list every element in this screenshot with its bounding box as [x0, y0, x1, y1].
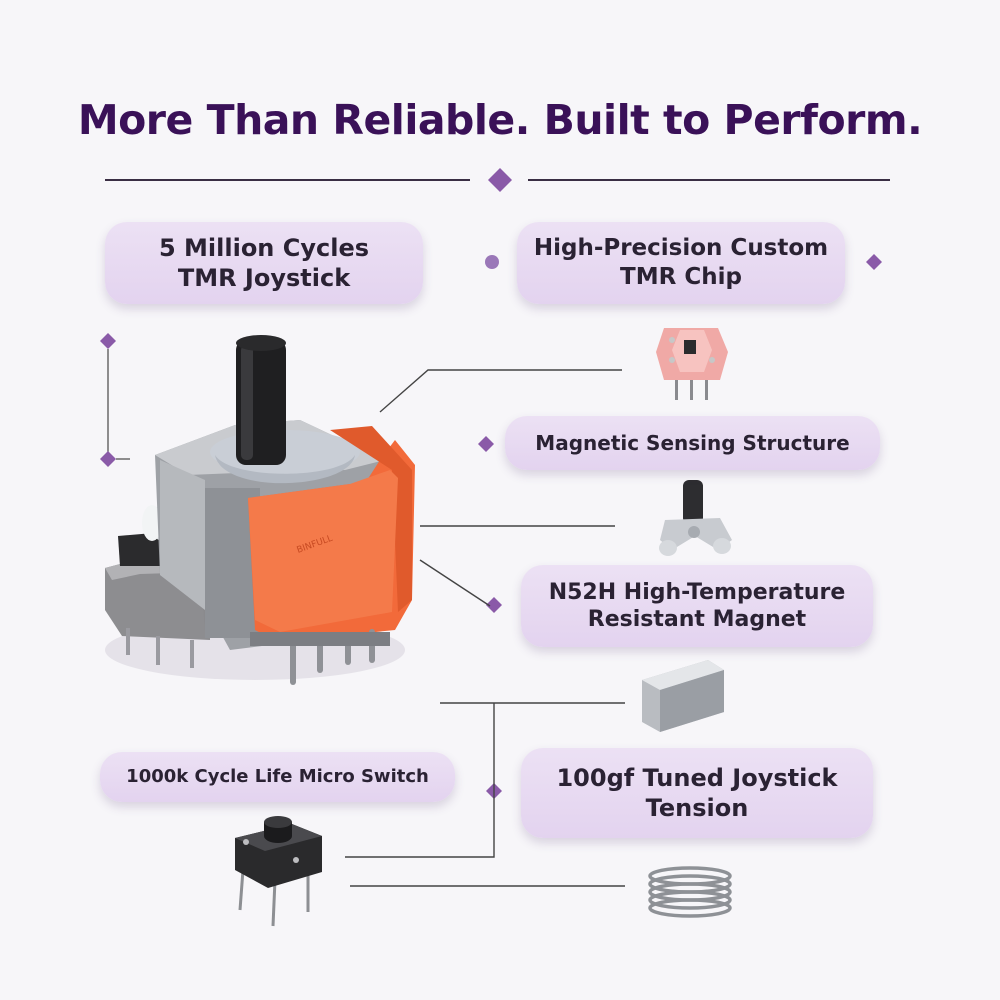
feature-magnet-line1: N52H High-Temperature — [548, 579, 846, 605]
feature-pill-tension: 100gf Tuned Joystick Tension — [521, 748, 873, 838]
magnetic-sensing-structure-image — [659, 480, 732, 556]
feature-tension-line1: 100gf Tuned Joystick — [556, 764, 838, 792]
feature-magnet-line2: Resistant Magnet — [587, 607, 807, 632]
feature-tension-line2: Tension — [645, 794, 749, 822]
feature-sensing-label: Magnetic Sensing Structure — [535, 430, 850, 455]
diamond-icon — [100, 333, 116, 349]
diamond-icon — [100, 451, 116, 467]
feature-pill-sensing: Magnetic Sensing Structure — [505, 416, 880, 470]
divider-diamond-icon — [488, 168, 512, 192]
n52h-magnet-image — [642, 660, 724, 732]
feature-chip-line2: TMR Chip — [620, 264, 742, 290]
tmr-joystick-module-image: BINFULL — [105, 335, 415, 685]
feature-pill-magnet: N52H High-Temperature Resistant Magnet — [521, 565, 873, 647]
feature-pill-joystick: 5 Million Cycles TMR Joystick — [105, 222, 423, 304]
tension-spring-image — [648, 866, 732, 918]
feature-chip-line1: High-Precision Custom — [533, 235, 829, 262]
feature-switch-label: 1000k Cycle Life Micro Switch — [126, 765, 429, 787]
micro-switch-image — [235, 816, 322, 927]
bullet-dot-icon — [485, 255, 499, 269]
diamond-icon — [486, 597, 502, 613]
feature-pill-chip: High-Precision Custom TMR Chip — [517, 222, 845, 304]
page-title: More Than Reliable. Built to Perform. — [77, 96, 923, 144]
feature-joystick-line2: TMR Joystick — [177, 264, 351, 292]
diamond-icon — [478, 436, 494, 452]
feature-pill-switch: 1000k Cycle Life Micro Switch — [100, 752, 455, 802]
feature-joystick-line1: 5 Million Cycles — [158, 234, 370, 262]
tmr-chip-image — [656, 328, 728, 400]
diamond-icon — [866, 254, 882, 270]
